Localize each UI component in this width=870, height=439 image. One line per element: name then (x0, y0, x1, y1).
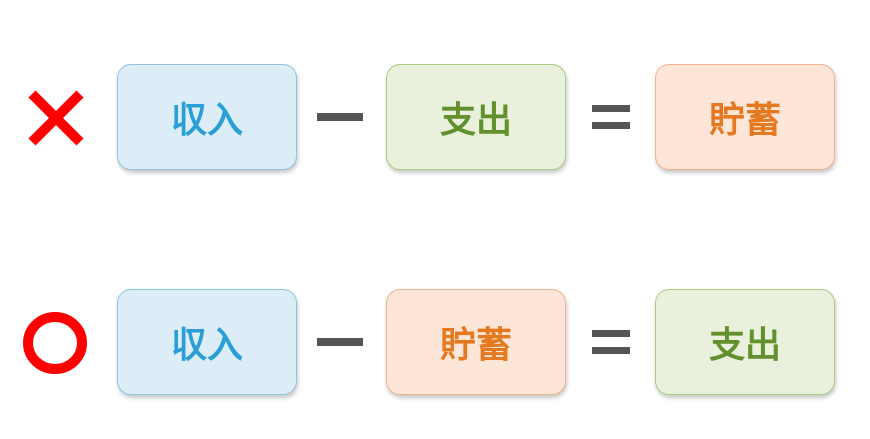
expense-label: 支出 (439, 100, 512, 141)
expense-box: 支出 (655, 289, 835, 395)
circle-icon (23, 312, 87, 374)
expense-box: 支出 (386, 64, 566, 170)
formula-row-correct: 収入 貯蓄 支出 (0, 289, 870, 397)
equals-operator (585, 64, 637, 170)
equals-bar-top (592, 330, 630, 337)
equals-operator (585, 289, 637, 395)
cross-icon (28, 90, 84, 146)
formula-row-incorrect: 収入 支出 貯蓄 (0, 64, 870, 172)
savings-label: 貯蓄 (439, 325, 512, 366)
savings-box: 貯蓄 (655, 64, 835, 170)
income-label: 収入 (170, 325, 243, 366)
equals-bar-top (592, 105, 630, 112)
income-label: 収入 (170, 100, 243, 141)
minus-bar (317, 113, 363, 121)
equals-bar-bottom (592, 122, 630, 129)
minus-operator (312, 64, 368, 170)
minus-bar (317, 338, 363, 346)
minus-operator (312, 289, 368, 395)
income-box: 収入 (117, 289, 297, 395)
expense-label: 支出 (708, 325, 781, 366)
income-box: 収入 (117, 64, 297, 170)
savings-box: 貯蓄 (386, 289, 566, 395)
savings-label: 貯蓄 (708, 100, 781, 141)
equals-bar-bottom (592, 347, 630, 354)
